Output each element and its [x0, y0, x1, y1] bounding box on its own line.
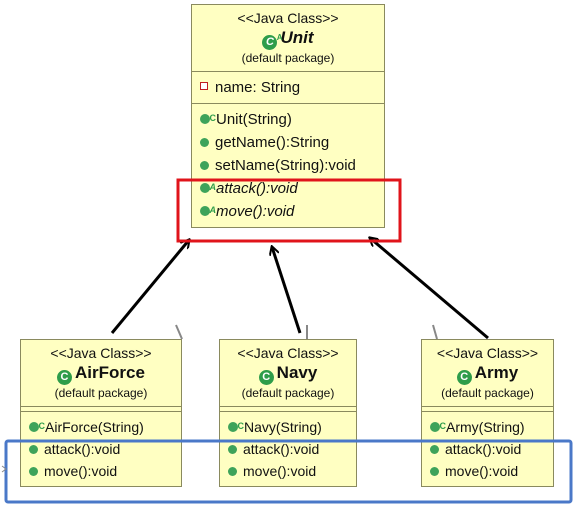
constructor-icon: C — [29, 421, 45, 432]
class-icon: C — [456, 370, 472, 385]
airforce-operation-text: AirForce(String) — [45, 419, 144, 435]
public-method-icon — [29, 445, 38, 454]
public-method-icon — [200, 138, 209, 147]
army-attributes — [422, 407, 553, 412]
army-operation-row[interactable]: attack():void — [428, 438, 547, 460]
navy-operation-row[interactable]: attack():void — [226, 438, 350, 460]
army-package: (default package) — [441, 386, 534, 400]
navy-operation-row[interactable]: move():void — [226, 460, 350, 482]
class-icon: C — [258, 370, 274, 385]
airforce-operation-text: move():void — [44, 463, 118, 479]
faint-connector-stub — [432, 324, 438, 340]
unit-attributes: name: String — [192, 72, 384, 104]
navy-name-text: Navy — [276, 363, 318, 382]
unit-operation-text: Unit(String) — [216, 111, 292, 128]
unit-operation-text: setName(String):void — [215, 157, 356, 174]
army-operation-text: move():void — [445, 463, 519, 479]
private-field-icon — [200, 82, 208, 90]
army-name-text: Army — [474, 363, 519, 382]
unit-attribute-name: name: String — [215, 79, 301, 96]
public-method-icon — [228, 445, 237, 454]
airforce-inheritance-arrow — [110, 240, 189, 334]
public-method-icon — [29, 467, 38, 476]
constructor-icon: C — [200, 113, 216, 124]
unit-name-text: Unit — [280, 28, 314, 47]
constructor-icon: C — [228, 421, 244, 432]
unit-operation-text: attack():void — [216, 180, 298, 197]
abstract-method-icon: A — [200, 182, 216, 193]
unit-operation-row[interactable]: getName():String — [198, 131, 378, 154]
army-stereotype: <<Java Class>> — [436, 345, 539, 361]
navy-inheritance-arrow — [272, 247, 302, 334]
public-method-icon — [430, 445, 439, 454]
navy-operation-text: attack():void — [243, 441, 320, 457]
unit-package: (default package) — [241, 51, 335, 65]
constructor-icon: C — [430, 421, 446, 432]
unit-stereotype: <<Java Class>> — [237, 10, 339, 26]
edge-marker-icon — [1, 465, 7, 473]
army-operation-text: attack():void — [445, 441, 522, 457]
army-inheritance-arrow — [370, 238, 489, 340]
army-operation-text: Army(String) — [446, 419, 525, 435]
faint-connector-stub — [175, 324, 183, 340]
navy-package: (default package) — [241, 386, 335, 400]
airforce-package: (default package) — [54, 386, 148, 400]
navy-attributes — [220, 407, 356, 412]
unit-operation-text: getName():String — [215, 134, 330, 151]
navy-operation-text: move():void — [243, 463, 317, 479]
public-method-icon — [200, 161, 209, 170]
navy-stereotype: <<Java Class>> — [237, 345, 339, 361]
airforce-attributes — [21, 407, 181, 412]
unit-attribute-row[interactable]: name: String — [198, 76, 378, 99]
unit-operation-row[interactable]: setName(String):void — [198, 154, 378, 177]
airforce-operation-row[interactable]: move():void — [27, 460, 175, 482]
army-operation-row[interactable]: move():void — [428, 460, 547, 482]
unit-operation-text: move():void — [216, 203, 295, 220]
airforce-operation-row[interactable]: attack():void — [27, 438, 175, 460]
class-icon: C — [57, 370, 73, 385]
public-method-icon — [228, 467, 237, 476]
airforce-operation-text: attack():void — [44, 441, 121, 457]
airforce-name-text: AirForce — [75, 363, 145, 382]
abstract-method-icon: A — [200, 205, 216, 216]
navy-operation-text: Navy(String) — [244, 419, 322, 435]
airforce-stereotype: <<Java Class>> — [50, 345, 152, 361]
public-method-icon — [430, 467, 439, 476]
